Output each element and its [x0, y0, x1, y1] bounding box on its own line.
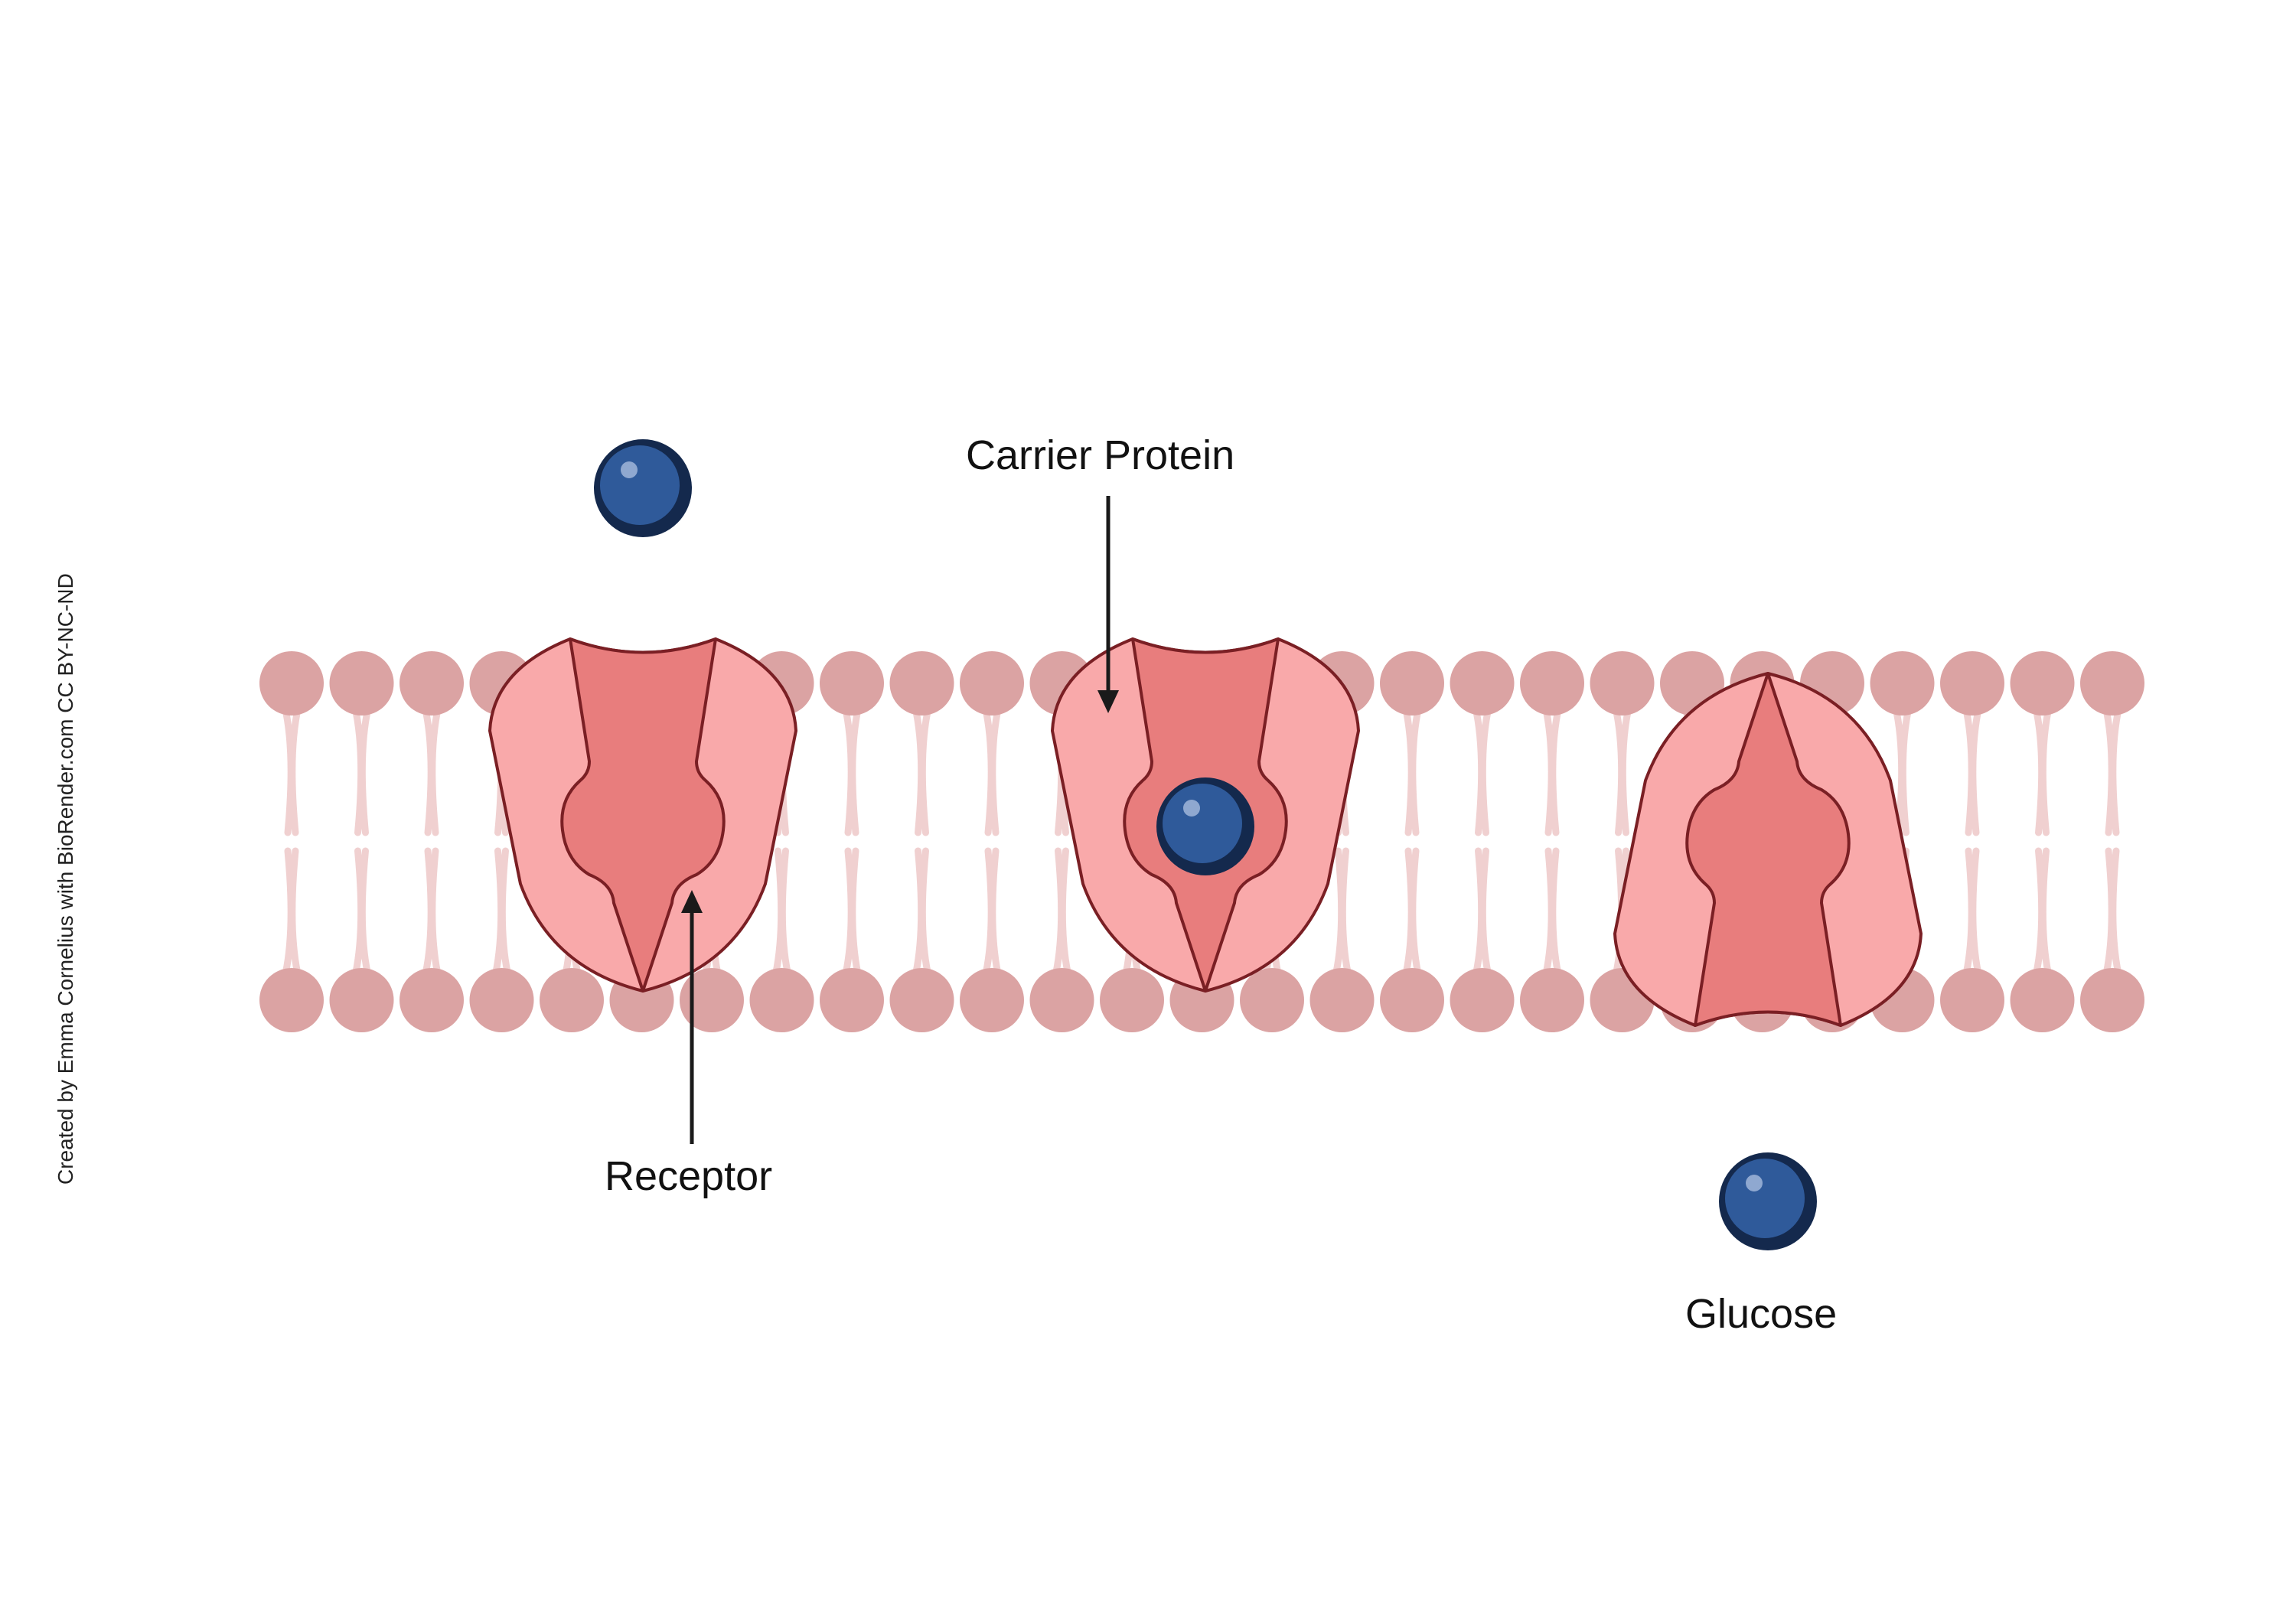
lipid-head [889, 651, 954, 715]
lipid-tail [1479, 847, 1492, 981]
receptor-arrow [681, 890, 703, 1144]
carrier-protein-channel [560, 637, 726, 993]
carrier-protein-open-inside [1613, 672, 1923, 1027]
lipid-head [1520, 651, 1584, 715]
lipid-head [2080, 968, 2144, 1032]
lipid-head [540, 968, 604, 1032]
lipid-tail [1969, 847, 1983, 981]
carrier-protein-arrow [1097, 496, 1119, 713]
lipid-tail [1899, 702, 1913, 836]
lipid-head [1380, 968, 1444, 1032]
glucose-icon [594, 439, 692, 537]
lipid-head [329, 968, 394, 1032]
glucose-icon [1719, 1152, 1817, 1250]
lipid-head [680, 968, 744, 1032]
lipid-tail [2039, 702, 2053, 836]
lipid-head [1380, 651, 1444, 715]
lipid-head [960, 651, 1024, 715]
lipid-head [1309, 968, 1375, 1032]
lipid-tail [849, 847, 863, 981]
lipid-tail [849, 702, 863, 836]
lipid-head [1240, 968, 1304, 1032]
lipid-head [469, 968, 534, 1032]
lipid-tail [289, 847, 302, 981]
lipid-head [329, 651, 394, 715]
lipid-tail [1409, 702, 1423, 836]
lipid-tail [358, 847, 372, 981]
lipid-head [259, 968, 324, 1032]
carrier-protein-channel [1685, 672, 1851, 1027]
lipid-head [259, 651, 324, 715]
lipid-head [400, 968, 464, 1032]
lipid-head [1590, 651, 1655, 715]
lipid-head [400, 651, 464, 715]
lipid-tail [989, 702, 1003, 836]
lipid-head [1029, 968, 1094, 1032]
lipid-tail [429, 847, 442, 981]
lipid-head [1870, 651, 1935, 715]
lipid-head [1940, 968, 2004, 1032]
carrier-protein-label: Carrier Protein [966, 432, 1235, 478]
lipid-head [820, 651, 884, 715]
lipid-head [749, 968, 814, 1032]
lipid-head [889, 968, 954, 1032]
lipid-tail [918, 702, 932, 836]
lipid-head [2080, 651, 2144, 715]
glucose-label: Glucose [1685, 1291, 1838, 1337]
lipid-tail [498, 847, 512, 981]
lipid-tail [1339, 847, 1352, 981]
receptor-label: Receptor [605, 1153, 773, 1199]
lipid-tail [2109, 847, 2123, 981]
lipid-head [1100, 968, 1164, 1032]
lipid-head [1940, 651, 2004, 715]
lipid-tail [778, 847, 792, 981]
lipid-head [1450, 968, 1515, 1032]
lipid-head [2010, 651, 2075, 715]
lipid-tail [1479, 702, 1492, 836]
lipid-tail [1549, 847, 1563, 981]
lipid-head [820, 968, 884, 1032]
carrier-protein-open-outside [488, 637, 797, 993]
glucose-icon [1156, 777, 1254, 875]
lipid-tail [1058, 847, 1072, 981]
lipid-tail [289, 702, 302, 836]
lipid-tail [1549, 702, 1563, 836]
lipid-tail [918, 847, 932, 981]
lipid-tail [1969, 702, 1983, 836]
lipid-head [1520, 968, 1584, 1032]
lipid-head [960, 968, 1024, 1032]
lipid-tail [358, 702, 372, 836]
lipid-tail [989, 847, 1003, 981]
lipid-tail [1409, 847, 1423, 981]
lipid-tail [2109, 702, 2123, 836]
lipid-head [1450, 651, 1515, 715]
credit-text: Created by Emma Cornelius with BioRender… [54, 573, 77, 1185]
lipid-tail [429, 702, 442, 836]
lipid-head [2010, 968, 2075, 1032]
lipid-tail [1619, 702, 1632, 836]
lipid-tail [2039, 847, 2053, 981]
